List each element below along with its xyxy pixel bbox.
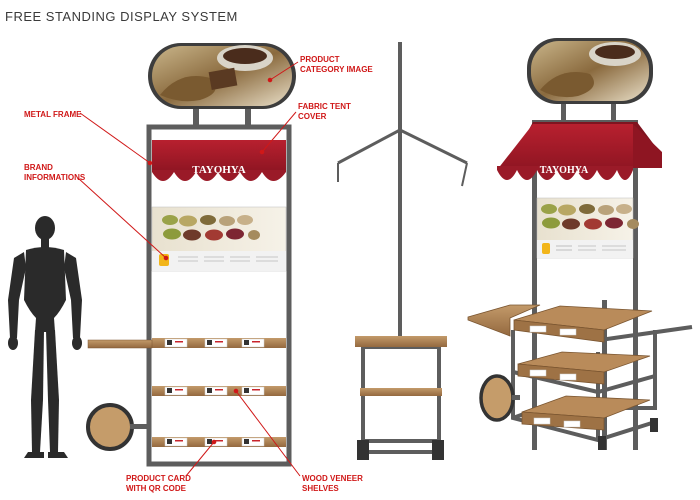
callout-line: CATEGORY IMAGE	[300, 65, 373, 74]
human-silhouette-icon	[8, 216, 82, 458]
callout-line: FABRIC TENT	[298, 102, 351, 111]
callout-line: COVER	[298, 112, 327, 121]
product-cards	[164, 338, 265, 447]
leader-metal-frame	[79, 112, 151, 164]
product-category-image	[148, 43, 296, 109]
leader-product-card	[185, 441, 215, 477]
callout-brand-informations: BRAND INFORMATIONS	[24, 163, 85, 183]
leader-dot	[267, 77, 273, 83]
perspective-view: TAYOHYA	[467, 38, 693, 450]
callout-metal-frame: METAL FRAME	[24, 110, 81, 120]
leader-dot	[233, 388, 239, 394]
product-category-image-3d	[527, 38, 653, 104]
leader-product-category-image	[269, 61, 299, 81]
callout-product-card: PRODUCT CARD WITH QR CODE	[126, 474, 191, 494]
brand-information-panel	[151, 206, 287, 272]
wood-veneer-trays-3d	[467, 304, 653, 431]
page-title: FREE STANDING DISPLAY SYSTEM	[5, 9, 238, 24]
fabric-tent-cover-3d: TAYOHYA	[497, 122, 662, 180]
side-mid-shelf	[360, 388, 442, 396]
side-view	[337, 42, 468, 460]
callout-line: WITH QR CODE	[126, 484, 186, 493]
callout-wood-veneer-shelves: WOOD VENEER SHELVES	[302, 474, 363, 494]
front-view: TAYOHYA	[86, 43, 296, 467]
wheel-3d	[479, 374, 520, 422]
callout-line: METAL FRAME	[24, 110, 82, 119]
callout-fabric-tent-cover: FABRIC TENT COVER	[298, 102, 351, 122]
callout-product-category-image: PRODUCT CATEGORY IMAGE	[300, 55, 373, 75]
product-cards-3d	[529, 325, 581, 428]
leader-wood-veneer-shelves	[235, 390, 301, 477]
side-top-shelf	[355, 336, 447, 347]
callout-line: PRODUCT CARD	[126, 474, 191, 483]
leader-fabric-tent-cover	[261, 111, 297, 153]
callout-line: PRODUCT	[300, 55, 340, 64]
leader-dot	[147, 160, 153, 166]
brand-name-3d: TAYOHYA	[540, 165, 589, 176]
leader-brand-informations	[77, 177, 167, 259]
callout-line: SHELVES	[302, 484, 339, 493]
fabric-tent-cover: TAYOHYA	[152, 140, 286, 181]
brand-name: TAYOHYA	[192, 164, 245, 176]
leader-dot	[163, 255, 169, 261]
leader-dot	[211, 439, 217, 445]
callout-leaders	[77, 61, 301, 477]
brand-information-panel-3d	[536, 197, 639, 259]
callout-line: WOOD VENEER	[302, 474, 363, 483]
leader-dot	[259, 149, 265, 155]
wheel	[86, 403, 150, 451]
callout-line: INFORMATIONS	[24, 173, 86, 182]
callout-line: BRAND	[24, 163, 53, 172]
